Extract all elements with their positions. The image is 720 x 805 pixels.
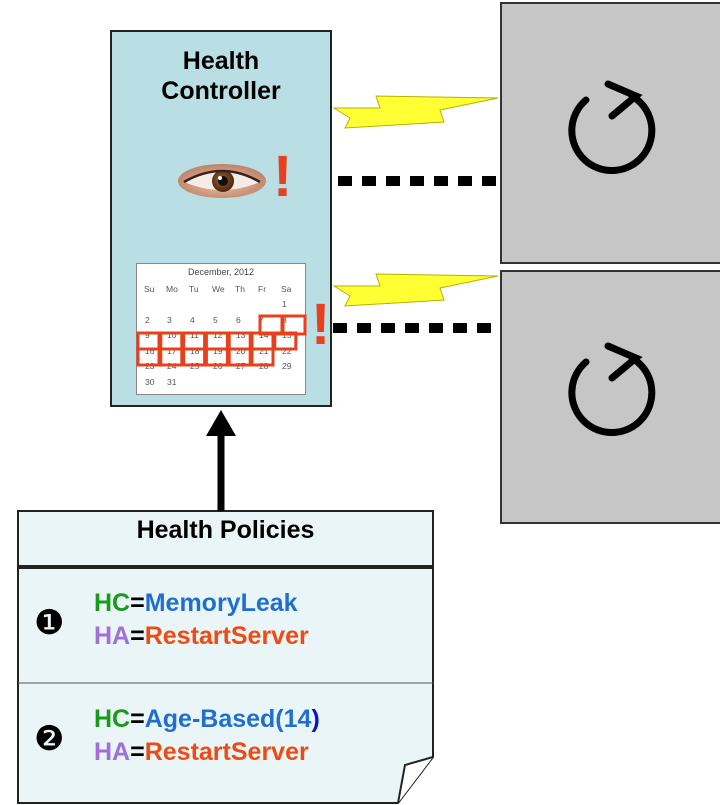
calendar-day: 3 <box>167 314 172 325</box>
calendar-day: 1 <box>282 299 287 309</box>
calendar-highlight-box <box>159 347 184 367</box>
calendar-day: 9 <box>145 330 150 340</box>
calendar-highlight-box <box>258 314 284 336</box>
calendar-day: 31 <box>167 376 177 387</box>
calendar-weekday: We <box>212 284 225 294</box>
policy-2-hc-value: Age-Based(14 <box>144 705 312 733</box>
lightning-bolt-top <box>332 95 499 129</box>
policy-1-ha-key: HA <box>94 622 131 650</box>
calendar-highlight-box <box>159 331 184 351</box>
lightning-bolt-bottom <box>332 273 499 307</box>
policy-2-hc-paren: ) <box>311 705 320 733</box>
controller-title-line1: Health <box>182 47 260 75</box>
policy-page-fold <box>397 756 434 804</box>
calendar-day: 6 <box>236 314 241 325</box>
calendar-highlight-box <box>204 331 229 351</box>
policy-1-hc-line: HC=MemoryLeak <box>94 588 298 618</box>
calendar-month: December, 2012 <box>187 267 255 277</box>
policy-1-ha-line: HA=RestartServer <box>94 621 309 651</box>
policy-arrow-head <box>206 410 236 436</box>
policy-1-hc-key: HC <box>94 589 131 617</box>
calendar-day: 11 <box>190 330 199 340</box>
calendar-weekday: Fr <box>258 284 267 294</box>
policy-2-ha-equals: = <box>130 738 145 766</box>
calendar-day: 4 <box>190 314 195 325</box>
server-box-2 <box>500 270 720 524</box>
controller-title: Health Controller <box>112 46 330 106</box>
calendar-day: 5 <box>213 314 218 325</box>
policy-number-2: ❷ <box>34 720 65 758</box>
calendar-day: 13 <box>236 330 246 340</box>
calendar-weekday: Tu <box>189 284 199 294</box>
calendar-highlight-box <box>136 331 161 351</box>
controller-title-line2: Controller <box>161 77 281 105</box>
alert-exclamation-top: ! <box>273 144 293 209</box>
policies-title: Health Policies <box>136 516 315 544</box>
calendar-weekday: Th <box>235 284 245 294</box>
calendar-day: 12 <box>213 330 223 340</box>
calendar-highlight-box <box>273 331 298 351</box>
calendar-highlight-box <box>204 347 229 367</box>
policy-2-ha-line: HA=RestartServer <box>94 737 309 767</box>
policy-2-ha-value: RestartServer <box>144 738 309 766</box>
eye-icon <box>178 164 266 198</box>
calendar-day: 29 <box>282 361 292 371</box>
policy-2-ha-key: HA <box>94 738 131 766</box>
calendar-highlight-box <box>227 347 252 367</box>
alert-exclamation-bottom: ! <box>311 292 331 357</box>
policy-2-hc-equals: = <box>130 705 145 733</box>
policy-number-1: ❶ <box>34 604 65 642</box>
restart-icon <box>568 80 656 175</box>
calendar-weekday: Sa <box>281 284 292 294</box>
calendar-highlight-box <box>227 331 252 351</box>
calendar-day: 30 <box>145 376 155 387</box>
server-box-1 <box>500 2 720 264</box>
calendar-highlight-box <box>182 347 207 367</box>
calendar-day: 10 <box>167 330 177 340</box>
policy-1-ha-equals: = <box>130 622 145 650</box>
policy-1-ha-value: RestartServer <box>144 622 309 650</box>
calendar-weekday: Mo <box>166 284 178 294</box>
policy-1-hc-value: MemoryLeak <box>144 589 298 617</box>
restart-icon <box>568 342 656 437</box>
policy-1-hc-equals: = <box>130 589 145 617</box>
calendar-day: 2 <box>145 314 150 325</box>
calendar-highlight-box <box>182 331 207 351</box>
calendar-weekday: Su <box>144 284 155 294</box>
policy-2-hc-line: HC=Age-Based(14) <box>94 704 320 734</box>
policy-2-hc-key: HC <box>94 705 131 733</box>
calendar-highlight-box <box>281 314 307 336</box>
calendar-highlight-box <box>136 347 161 367</box>
calendar-highlight-box <box>250 347 275 367</box>
